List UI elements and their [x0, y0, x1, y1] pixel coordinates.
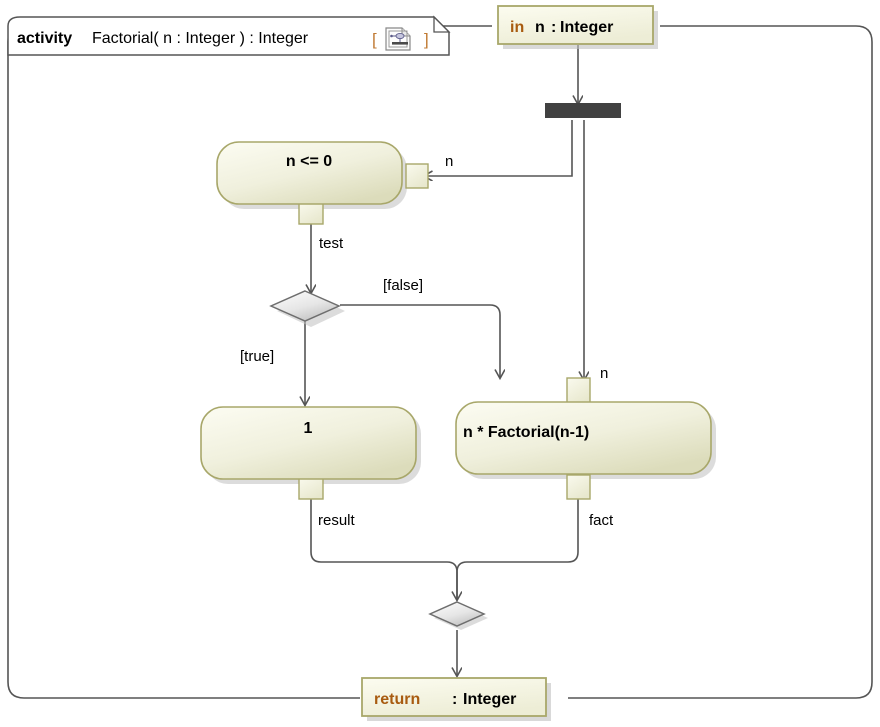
action-one-label: 1: [304, 420, 313, 437]
fork-bar: [545, 103, 621, 118]
merge-body: [428, 601, 486, 627]
action-recursive-label: n * Factorial(n-1): [463, 424, 589, 441]
activity-frame: activity Factorial( n : Integer ) : Inte…: [7, 15, 873, 699]
edge-label-test: test: [319, 235, 344, 252]
frame-keyword: activity: [17, 30, 72, 47]
merge-node[interactable]: [428, 601, 488, 630]
edge-fact-to-merge: [456, 499, 579, 600]
param-in-body: [497, 5, 654, 45]
action-one-body: [200, 406, 417, 480]
frame-signature: Factorial( n : Integer ) : Integer: [92, 30, 309, 47]
action-test-label: n <= 0: [286, 153, 332, 170]
edge-decision-false: [340, 304, 500, 378]
decision-body: [269, 290, 341, 322]
edge-labels: n test [false] [true] n result fact: [240, 153, 614, 529]
param-in-separator: :: [551, 19, 556, 36]
activity-edges: [305, 45, 584, 676]
param-return-body: [361, 677, 547, 717]
frame-bracket-close: ]: [424, 30, 429, 49]
edge-fork-to-test: [424, 120, 573, 176]
action-node-one[interactable]: 1: [200, 406, 421, 500]
action-recursive-body: [455, 401, 712, 475]
param-return-separator: :: [452, 691, 457, 708]
action-test-body: [216, 141, 403, 205]
fork-node[interactable]: [545, 103, 621, 118]
param-in-name: n: [535, 19, 545, 36]
param-return-keyword: return: [374, 691, 420, 708]
frame-bracket-open: [: [372, 30, 377, 49]
parameter-node-in[interactable]: in n : Integer: [497, 5, 658, 49]
decision-node[interactable]: [269, 290, 345, 327]
activity-diagram-icon[interactable]: [385, 27, 411, 51]
frame-tab-fold: [433, 15, 451, 33]
frame-border-right: [568, 25, 873, 699]
action-one-output-pin[interactable]: [298, 476, 324, 500]
param-in-type: Integer: [560, 19, 613, 36]
action-recursive-output-pin[interactable]: [566, 474, 591, 500]
frame-border-left: [7, 25, 360, 699]
action-node-recursive[interactable]: n * Factorial(n-1): [455, 377, 716, 500]
frame-name-tab: [7, 16, 450, 56]
action-node-test[interactable]: n <= 0: [216, 141, 429, 225]
edge-result-to-merge: [310, 499, 457, 600]
edge-label-result: result: [318, 512, 356, 529]
action-test-output-pin[interactable]: [298, 201, 324, 225]
param-in-keyword: in: [510, 19, 524, 36]
edge-label-n-to-test: n: [445, 153, 453, 170]
edge-label-true: [true]: [240, 348, 274, 365]
action-recursive-input-pin[interactable]: [566, 377, 591, 405]
param-return-type: Integer: [463, 691, 516, 708]
edge-label-fact: fact: [589, 512, 614, 529]
parameter-node-return[interactable]: return : Integer: [361, 677, 551, 721]
edge-label-n-to-recursive: n: [600, 365, 608, 382]
edge-label-false: [false]: [383, 277, 423, 294]
action-test-input-pin[interactable]: [405, 163, 429, 189]
